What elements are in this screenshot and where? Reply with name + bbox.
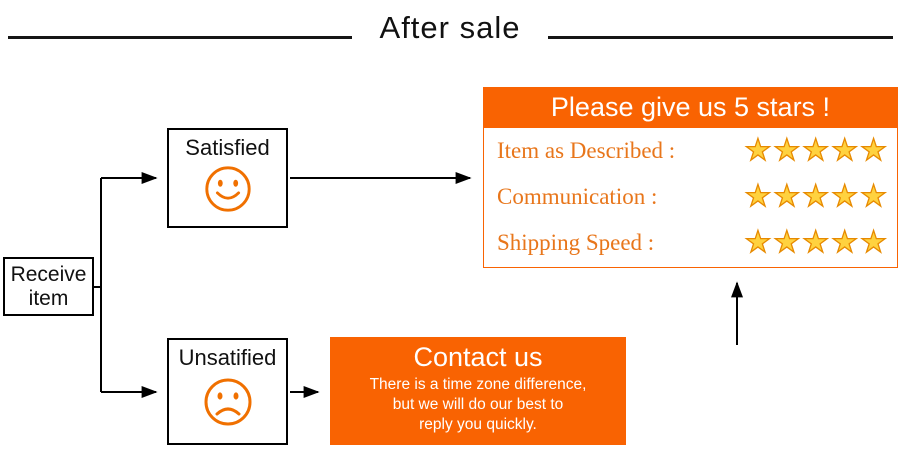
- five-stars-icon: ★★★★★: [744, 134, 889, 167]
- title-rule-left: [8, 36, 352, 39]
- satisfied-node: Satisfied: [167, 128, 288, 228]
- contact-us-heading: Contact us: [413, 342, 543, 372]
- contact-us-line1: There is a time zone difference,: [369, 376, 587, 393]
- contact-us-line3: reply you quickly.: [419, 415, 537, 433]
- rating-label: Shipping Speed :: [497, 230, 655, 255]
- rating-row-item-as-described: Item as Described : ★★★★★: [484, 128, 897, 174]
- five-stars-icon: ★★★★★: [744, 226, 889, 259]
- rating-label: Item as Described :: [497, 138, 676, 163]
- contact-us-line2: but we will do our best to: [392, 395, 564, 413]
- sad-face-icon: [204, 378, 251, 426]
- ratings-panel: Please give us 5 stars ! Item as Describ…: [483, 87, 898, 268]
- unsatisfied-label: Unsatified: [178, 345, 277, 370]
- ratings-panel-header: Please give us 5 stars !: [483, 87, 898, 128]
- receive-item-label-line2: item: [28, 286, 69, 310]
- receive-item-node: Receive item: [3, 257, 94, 316]
- satisfied-label: Satisfied: [185, 135, 270, 160]
- smiley-face-icon: [204, 166, 251, 212]
- title-rule-right: [548, 36, 893, 39]
- rating-row-communication: Communication : ★★★★★: [484, 174, 897, 220]
- contact-us-box: Contact us There is a time zone differen…: [330, 337, 626, 445]
- page-title: After sale: [379, 10, 521, 45]
- rating-row-shipping-speed: Shipping Speed : ★★★★★: [484, 220, 897, 266]
- unsatisfied-node: Unsatified: [167, 338, 288, 445]
- five-stars-icon: ★★★★★: [744, 180, 889, 213]
- receive-item-label-line1: Receive: [10, 262, 87, 286]
- rating-label: Communication :: [497, 184, 658, 209]
